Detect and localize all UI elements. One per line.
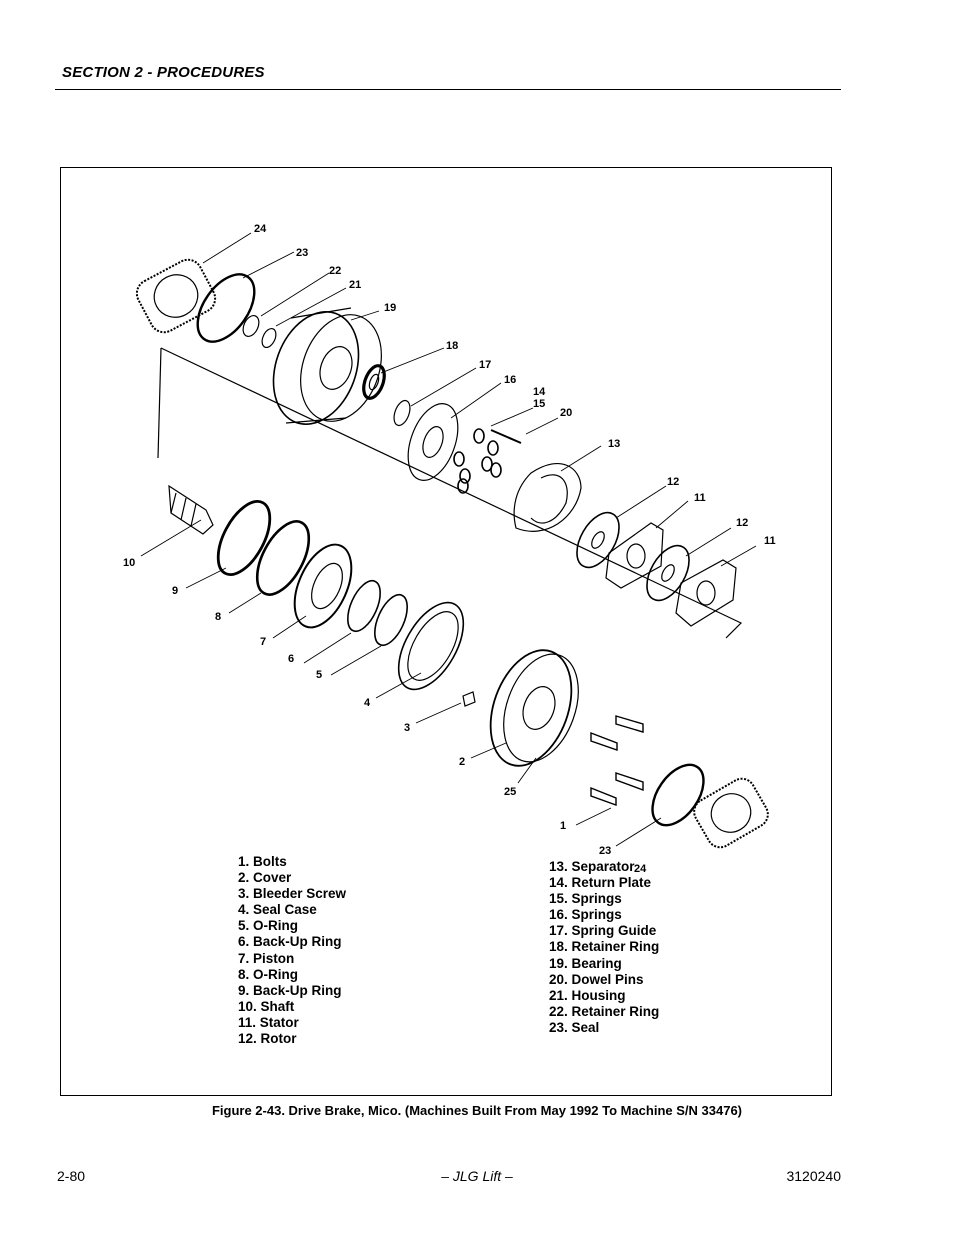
legend-item: 8. O-Ring bbox=[238, 966, 298, 982]
retainer-ring-part-22 bbox=[242, 315, 260, 337]
callout-13: 13 bbox=[608, 438, 620, 450]
rotor-part-12-upper bbox=[576, 511, 620, 569]
return-plate-part bbox=[407, 403, 459, 481]
assembly-outline bbox=[157, 347, 743, 639]
legend-item: 19. Bearing bbox=[549, 955, 622, 971]
callout-10: 10 bbox=[123, 557, 135, 569]
callout-16: 16 bbox=[504, 374, 516, 386]
legend-item: 16. Springs bbox=[549, 907, 622, 923]
legend-item: 9. Back-Up Ring bbox=[238, 982, 342, 998]
legend-item: 22. Retainer Ring bbox=[549, 1003, 660, 1019]
legend-item: 20. Dowel Pins bbox=[549, 971, 644, 987]
legend-item: 7. Piston bbox=[238, 950, 295, 966]
backup-ring-part-6 bbox=[347, 579, 381, 633]
legend-item: 21. Housing bbox=[549, 987, 626, 1003]
callout-24: 24 bbox=[634, 863, 647, 875]
seal-part-23 bbox=[196, 273, 256, 343]
callout-7: 7 bbox=[260, 636, 266, 648]
page-number: 2-80 bbox=[57, 1168, 86, 1184]
legend-item: 11. Stator bbox=[238, 1014, 299, 1030]
bleeder-screw-part-3 bbox=[462, 691, 476, 707]
legend-item: 13. Separator bbox=[549, 859, 635, 874]
callout-6: 6 bbox=[288, 653, 294, 665]
separator-part-13 bbox=[513, 463, 582, 532]
legend-item: 1. Bolts bbox=[238, 854, 287, 869]
piston-part-7 bbox=[293, 543, 353, 629]
callout-12: 12 bbox=[736, 517, 748, 529]
callout-23: 23 bbox=[296, 247, 308, 259]
legend-item: 12. Rotor bbox=[238, 1031, 297, 1047]
legend-item: 15. Springs bbox=[549, 891, 622, 907]
callout-19: 19 bbox=[384, 302, 396, 314]
document-number: 3120240 bbox=[786, 1168, 841, 1184]
o-ring-part-8 bbox=[255, 520, 311, 596]
legend-item: 3. Bleeder Screw bbox=[238, 886, 347, 902]
callout-2: 2 bbox=[459, 756, 465, 768]
callout-11: 11 bbox=[694, 492, 706, 504]
callout-9: 9 bbox=[172, 585, 178, 597]
legend-item: 4. Seal Case bbox=[238, 902, 317, 918]
exploded-view-drawing: 24 23 22 21 19 18 17 16 14 15 20 13 12 1… bbox=[123, 223, 776, 875]
callout-12: 12 bbox=[667, 476, 679, 488]
legend-item: 18. Retainer Ring bbox=[549, 939, 660, 955]
legend-item: 14. Return Plate bbox=[549, 875, 652, 891]
cover-part-2 bbox=[489, 649, 579, 767]
publisher-footer: – JLG Lift – bbox=[441, 1168, 513, 1184]
callout-3: 3 bbox=[404, 722, 410, 734]
o-ring-part-5 bbox=[374, 593, 408, 647]
backup-ring-part-9 bbox=[216, 500, 272, 576]
bearing-part-18 bbox=[362, 364, 386, 400]
callout-1: 1 bbox=[560, 820, 566, 832]
stator-part-11-upper bbox=[605, 522, 664, 589]
leader-lines bbox=[140, 232, 757, 847]
callout-18: 18 bbox=[446, 340, 458, 352]
legend-item: 10. Shaft bbox=[238, 998, 295, 1014]
callout-24: 24 bbox=[254, 223, 267, 235]
figure-frame: 24 23 22 21 19 18 17 16 14 15 20 13 12 1… bbox=[60, 167, 832, 1096]
callout-25: 25 bbox=[504, 786, 516, 798]
figure-caption: Figure 2-43. Drive Brake, Mico. (Machine… bbox=[211, 1103, 743, 1118]
retainer-ring-part-21 bbox=[261, 327, 277, 349]
header-rule bbox=[55, 89, 841, 90]
callout-15: 15 bbox=[533, 398, 545, 410]
callout-4: 4 bbox=[364, 697, 371, 709]
callout-11: 11 bbox=[764, 535, 776, 547]
callout-21: 21 bbox=[349, 279, 361, 291]
legend-item: 23. Seal bbox=[549, 1019, 600, 1035]
seal-case-part-4 bbox=[397, 601, 465, 691]
parts-legend-right: 13. Separator 14. Return Plate 15. Sprin… bbox=[549, 859, 659, 1036]
gasket-part-24-lower bbox=[693, 777, 769, 849]
callout-22: 22 bbox=[329, 265, 341, 277]
callout-5: 5 bbox=[316, 669, 322, 681]
stator-part-11-lower bbox=[675, 559, 737, 627]
springs-part bbox=[453, 428, 502, 494]
housing-part-19 bbox=[272, 307, 382, 425]
bolts-part-1 bbox=[590, 715, 644, 806]
parts-legend-left: 1. Bolts 2. Cover 3. Bleeder Screw 4. Se… bbox=[238, 854, 346, 1047]
legend-item: 5. O-Ring bbox=[238, 918, 298, 934]
legend-item: 6. Back-Up Ring bbox=[238, 934, 342, 950]
callout-8: 8 bbox=[215, 611, 221, 623]
dowel-pin-part bbox=[490, 429, 522, 444]
shaft-part-10 bbox=[168, 484, 214, 535]
callout-17: 17 bbox=[479, 359, 491, 371]
gasket-part-24 bbox=[135, 258, 217, 334]
callout-23: 23 bbox=[599, 845, 611, 857]
section-title: SECTION 2 - PROCEDURES bbox=[62, 64, 265, 81]
callout-14: 14 bbox=[533, 386, 546, 398]
legend-item: 17. Spring Guide bbox=[549, 923, 657, 939]
legend-item: 2. Cover bbox=[238, 870, 292, 886]
callout-20: 20 bbox=[560, 407, 572, 419]
retainer-ring-part-17 bbox=[393, 399, 411, 427]
